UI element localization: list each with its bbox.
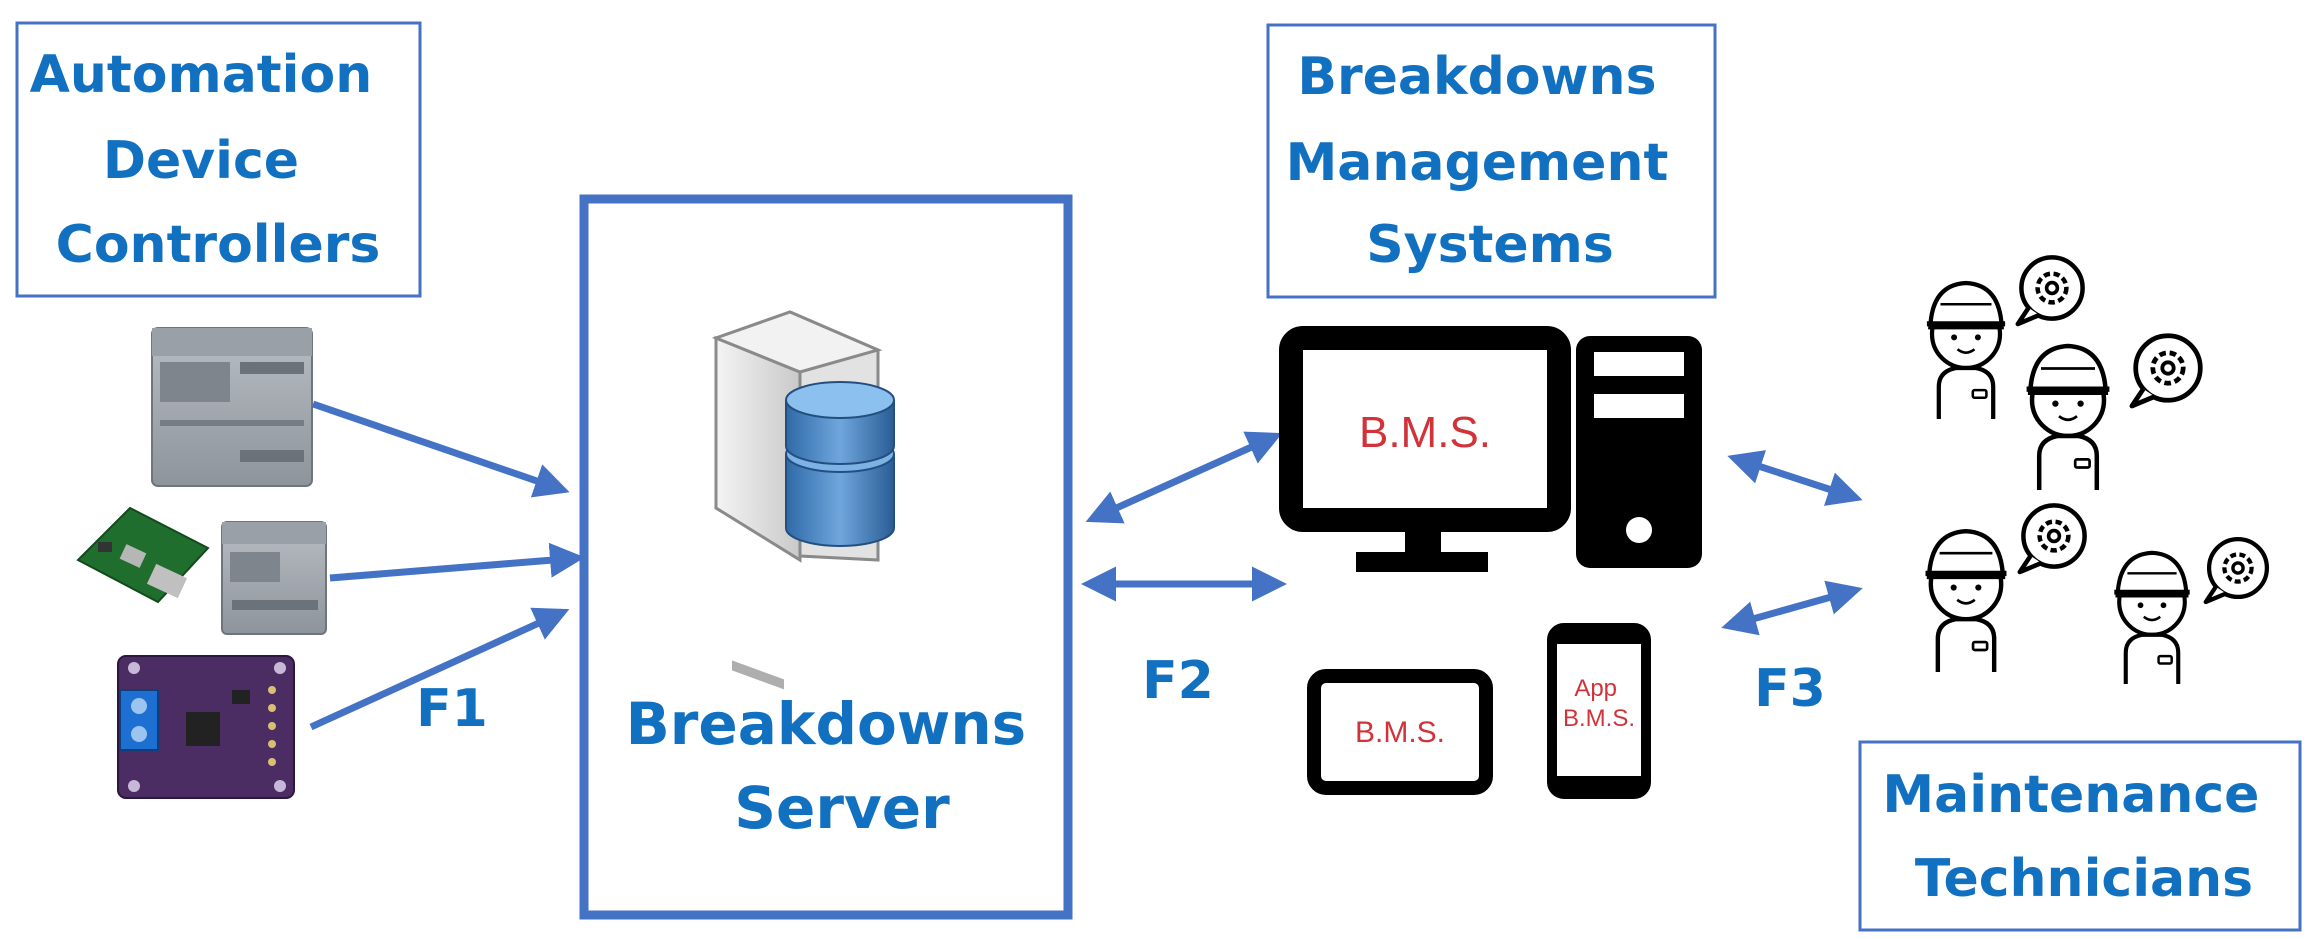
smartphone-icon [1547, 623, 1651, 799]
f2-arrow-upper [1085, 431, 1283, 524]
automation-label-line1: Automation [30, 45, 373, 105]
f3-arrow-lower [1721, 580, 1863, 636]
maintenance-label-line1: Maintenance [1882, 765, 2259, 825]
maintenance-label-box [1858, 740, 2302, 932]
bms-label-line1: Breakdowns [1297, 47, 1656, 107]
tablet-icon [1307, 669, 1493, 795]
f1-label: F1 [416, 679, 488, 739]
bms-label-line3: Systems [1366, 215, 1614, 275]
automation-label-box [15, 21, 422, 298]
desktop-computer-icon [1279, 326, 1702, 572]
svg-text:Breakdowns Server: Breakdowns Server [626, 690, 1047, 842]
bms-label-box [1266, 23, 1717, 299]
svg-text:Breakdowns Management: Breakdowns Management Systems [1286, 47, 1687, 275]
f3-label: F3 [1754, 659, 1826, 719]
svg-text:Maintenance Technicians: Maintenance Technicians [1882, 765, 2277, 909]
tablet-screen-text: B.M.S. [1355, 716, 1445, 749]
f1-arrow-top [311, 400, 570, 498]
svg-text:App B.M.S.: App B.M.S. [1563, 675, 1635, 732]
plc-small-icon [221, 521, 327, 635]
sensor-board-icon [117, 655, 295, 799]
f1-arrow-middle [329, 542, 585, 582]
monitor-screen-text: B.M.S. [1359, 408, 1491, 457]
raspberry-pi-icon [76, 506, 210, 604]
f2-label: F2 [1142, 651, 1214, 711]
svg-text:Automation Device Cont: Automation Device Controllers [30, 45, 391, 275]
technician-icon [2114, 539, 2267, 684]
maintenance-label-line2: Technicians [1915, 849, 2253, 909]
database-server-icon [711, 310, 895, 690]
plc-controller-icon [151, 327, 313, 487]
automation-label-line3: Controllers [56, 215, 381, 275]
technician-icon [1926, 505, 2085, 672]
f3-arrow-upper [1727, 450, 1863, 506]
f2-arrows [1081, 431, 1287, 602]
phone-screen-line2: B.M.S. [1563, 705, 1635, 732]
bms-label-line2: Management [1286, 133, 1669, 193]
f3-arrows [1721, 450, 1863, 636]
server-label-line2: Server [734, 774, 950, 842]
automation-label-line2: Device [103, 131, 299, 191]
phone-screen-line1: App [1574, 675, 1617, 702]
technician-icon [2027, 336, 2201, 490]
server-label-line1: Breakdowns [626, 690, 1027, 758]
f1-arrows [309, 400, 585, 731]
f1-arrow-bottom [309, 607, 570, 731]
